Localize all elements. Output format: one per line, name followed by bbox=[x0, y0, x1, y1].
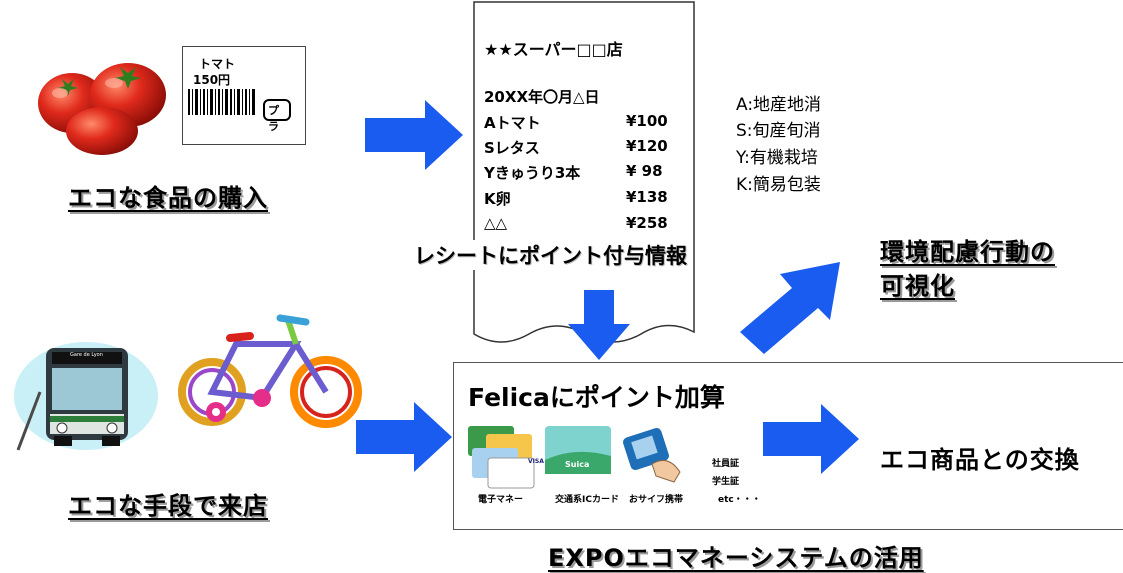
down-arrow-icon bbox=[568, 290, 630, 360]
receipt-item-name: Sレタス bbox=[484, 139, 540, 157]
felica-title: Felicaにポイント加算 bbox=[468, 383, 725, 412]
exchange-text: エコ商品との交換 bbox=[880, 446, 1080, 474]
receipt-item-name: Aトマト bbox=[484, 114, 541, 132]
osaifu-phone-image bbox=[622, 424, 686, 484]
right-arrow-icon bbox=[356, 402, 452, 472]
receipt-date: 20XX年〇月△日 bbox=[484, 88, 600, 106]
visualize-heading-line2: 可視化 bbox=[880, 272, 955, 300]
receipt-item-price: ¥138 bbox=[626, 188, 668, 206]
right-arrow-icon bbox=[763, 404, 859, 474]
tomato-image bbox=[32, 55, 174, 155]
legend-item: S:旬産旬消 bbox=[736, 121, 821, 141]
price-tag: トマト 150円 プラ bbox=[182, 46, 306, 145]
transit-ic-caption: 交通系ICカード bbox=[555, 495, 619, 505]
suica-card-image bbox=[545, 426, 613, 476]
emoney-caption: 電子マネー bbox=[478, 495, 524, 505]
legend-item: A:地産地消 bbox=[736, 95, 822, 115]
receipt-item-price: ¥120 bbox=[626, 137, 668, 155]
recycle-mark-label: プラ bbox=[268, 104, 279, 133]
eco-food-heading: エコな食品の購入 bbox=[68, 184, 268, 212]
legend-item: K:簡易包装 bbox=[736, 175, 821, 195]
bus-image bbox=[12, 332, 160, 452]
right-arrow-icon bbox=[365, 100, 463, 170]
receipt-item-name: K卵 bbox=[484, 190, 511, 208]
receipt-item-price: ¥258 bbox=[626, 214, 668, 232]
receipt-store-name: ★★スーパー□□店 bbox=[484, 40, 623, 59]
receipt-item-name: △△ bbox=[484, 214, 508, 232]
receipt-item-price: ¥ 98 bbox=[626, 162, 663, 180]
eco-transport-heading: エコな手段で来店 bbox=[68, 492, 268, 520]
receipt-caption: レシートにポイント付与情報 bbox=[414, 240, 687, 270]
price-tag-product-name: トマト bbox=[199, 57, 236, 71]
receipt-item-name: Yきゅうり3本 bbox=[484, 164, 581, 182]
id-card-label: 学生証 bbox=[712, 477, 740, 487]
visualize-heading-line1: 環境配慮行動の bbox=[880, 238, 1055, 266]
expo-system-heading: EXPOエコマネーシステムの活用 bbox=[548, 544, 924, 572]
legend-item: Y:有機栽培 bbox=[736, 148, 818, 168]
osaifu-caption: おサイフ携帯 bbox=[629, 495, 684, 505]
diagonal-up-right-arrow-icon bbox=[740, 262, 844, 354]
emoney-cards-image bbox=[466, 424, 536, 490]
id-card-label: 社員証 bbox=[712, 459, 740, 469]
barcode bbox=[187, 89, 259, 119]
recycle-mark-icon: プラ bbox=[263, 99, 291, 133]
price-tag-price: 150円 bbox=[193, 73, 231, 87]
visa-label: VISA bbox=[528, 458, 544, 465]
bus-destination-sign: Gare de Lyon bbox=[70, 352, 103, 358]
id-card-label: etc・・・ bbox=[718, 495, 761, 505]
bicycle-image bbox=[176, 300, 366, 442]
suica-label: Suica bbox=[565, 460, 590, 469]
receipt-item-price: ¥100 bbox=[626, 112, 668, 130]
